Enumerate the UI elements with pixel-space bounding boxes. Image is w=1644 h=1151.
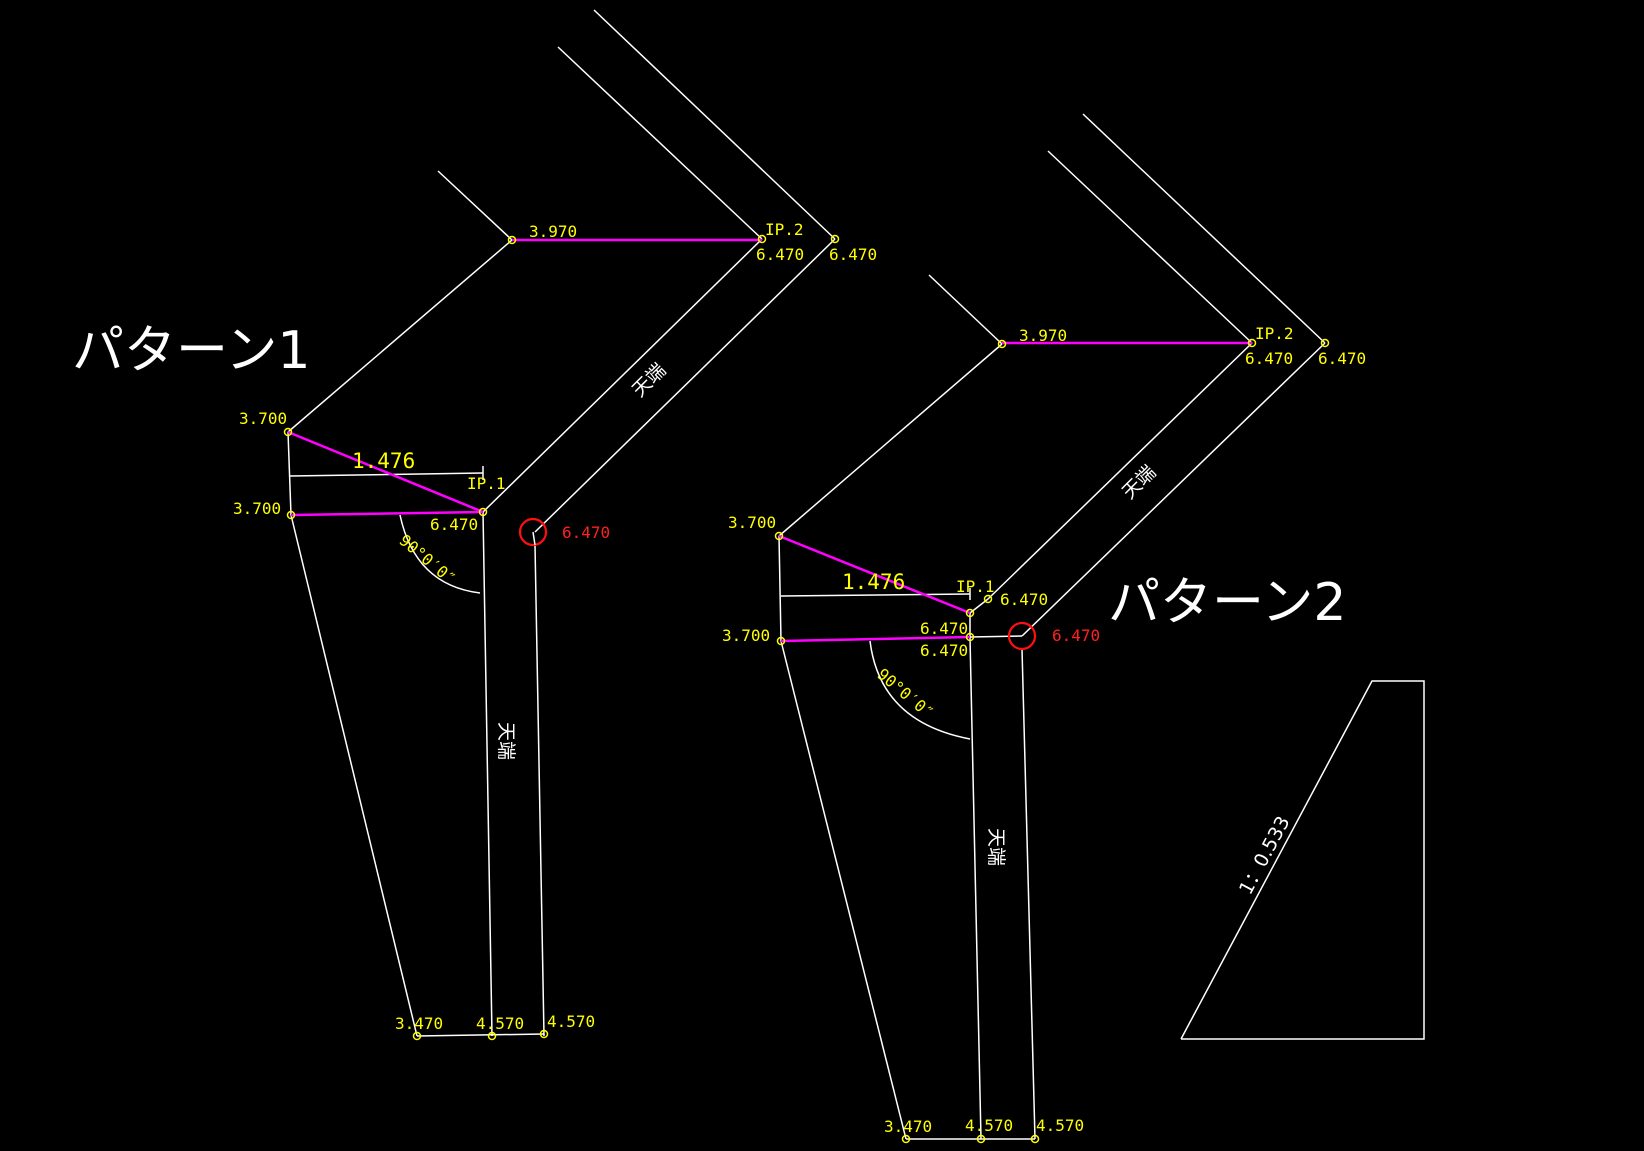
p2-magenta-horizontal bbox=[780, 635, 971, 643]
p2-point-ip1[interactable] bbox=[983, 594, 993, 604]
p2-short-line bbox=[928, 274, 1003, 345]
p2-elev-red: 6.470 bbox=[1052, 626, 1100, 645]
p1-left-edge bbox=[287, 431, 292, 516]
slope-ratio-label: 1：0.533 bbox=[1235, 813, 1295, 899]
p2-point-mid-lower[interactable] bbox=[965, 632, 975, 642]
p1-elev-ip2: 6.470 bbox=[756, 245, 804, 264]
p1-diagonal-right bbox=[534, 238, 836, 533]
p1-elev-red: 6.470 bbox=[562, 523, 610, 542]
p2-magenta-diagonal bbox=[778, 534, 971, 615]
slope-legend-shape bbox=[1180, 680, 1425, 1040]
p1-magenta-horizontal bbox=[290, 510, 484, 517]
p2-point-left-upper[interactable] bbox=[774, 531, 784, 541]
p2-elev-bottom-left: 3.470 bbox=[884, 1117, 932, 1136]
p2-elev-right-top: 6.470 bbox=[1318, 349, 1366, 368]
p1-wall-inner-line bbox=[557, 46, 763, 240]
p1-elev-left-upper: 3.700 bbox=[239, 409, 287, 428]
p2-point-ip2[interactable] bbox=[1247, 338, 1257, 348]
p2-point-3970[interactable] bbox=[997, 339, 1007, 349]
pattern1-title: パターン1 bbox=[72, 321, 310, 381]
p2-elev-left-upper: 3.700 bbox=[728, 513, 776, 532]
p2-ip2-label: IP.2 bbox=[1255, 324, 1294, 343]
p2-point-bottom-right[interactable] bbox=[1030, 1134, 1040, 1144]
p1-dimension-line bbox=[289, 472, 484, 477]
p2-left-edge bbox=[778, 535, 782, 642]
p1-elev-bottom-mid: 4.570 bbox=[476, 1014, 524, 1033]
p1-distance-label: 1.476 bbox=[352, 449, 415, 473]
p1-point-3970[interactable] bbox=[507, 235, 517, 245]
p2-step-horizontal bbox=[969, 635, 1023, 638]
p2-point-right-top[interactable] bbox=[1320, 338, 1330, 348]
p2-elev-bottom-right: 4.570 bbox=[1036, 1116, 1084, 1135]
p2-ip1-label: IP.1 bbox=[956, 577, 995, 596]
p1-elev-bottom-left: 3.470 bbox=[395, 1014, 443, 1033]
p2-elev-ip1: 6.470 bbox=[1000, 590, 1048, 609]
p1-point-right-top[interactable] bbox=[830, 234, 840, 244]
p1-label-upper: 天端 bbox=[628, 359, 670, 401]
p1-short-line bbox=[437, 170, 513, 241]
p2-angle-arc bbox=[869, 640, 971, 740]
p2-dimension-line bbox=[780, 593, 971, 597]
p2-elev-top-left: 3.970 bbox=[1019, 326, 1067, 345]
p1-point-bottom-mid[interactable] bbox=[487, 1031, 497, 1041]
p1-outer-vertical bbox=[534, 544, 545, 1037]
p2-diagonal-left bbox=[778, 343, 1003, 537]
p2-diagonal-mid bbox=[987, 342, 1253, 600]
p1-point-ip2[interactable] bbox=[757, 234, 767, 244]
p2-wall-outer-line bbox=[1082, 113, 1326, 344]
p1-elev-left-lower: 3.700 bbox=[233, 499, 281, 518]
p2-diagonal-right bbox=[1021, 342, 1326, 637]
p1-ip1-label: IP.1 bbox=[467, 474, 506, 493]
p2-elev-left-lower: 3.700 bbox=[722, 626, 770, 645]
p2-elev-bottom-mid: 4.570 bbox=[965, 1116, 1013, 1135]
p1-elev-right-top: 6.470 bbox=[829, 245, 877, 264]
p1-bottom-line bbox=[416, 1033, 545, 1037]
p2-outer-vertical bbox=[1021, 648, 1036, 1140]
p1-elev-top-left: 3.970 bbox=[529, 222, 577, 241]
p1-ip2-label: IP.2 bbox=[765, 220, 804, 239]
p2-distance-label: 1.476 bbox=[842, 570, 905, 594]
p2-inner-vertical bbox=[969, 637, 982, 1140]
p1-angle-arc bbox=[399, 514, 481, 594]
p1-angle-label: 90°0′0″ bbox=[395, 531, 459, 589]
p2-elev-mid-upper: 6.470 bbox=[920, 619, 968, 638]
slope-legend bbox=[1180, 680, 1425, 1040]
p2-slope-line bbox=[780, 640, 907, 1140]
p1-red-marker[interactable] bbox=[518, 517, 548, 547]
p1-label-lower: 天端 bbox=[495, 722, 517, 760]
pattern2-drawing bbox=[774, 113, 1330, 1144]
p1-wall-outer-line bbox=[593, 9, 836, 240]
p1-diagonal-mid bbox=[482, 238, 763, 513]
p1-elev-bottom-right: 4.570 bbox=[547, 1012, 595, 1031]
p2-red-marker[interactable] bbox=[1007, 621, 1037, 651]
p2-wall-inner-line bbox=[1047, 150, 1253, 344]
p1-inner-vertical bbox=[482, 511, 493, 1037]
p1-point-ip1[interactable] bbox=[478, 507, 488, 517]
pattern2-title: パターン2 bbox=[1108, 573, 1346, 633]
p1-red-marker-tail bbox=[532, 531, 536, 546]
p1-slope-line bbox=[290, 514, 418, 1037]
p1-point-bottom-left[interactable] bbox=[412, 1031, 422, 1041]
p2-elev-ip2: 6.470 bbox=[1245, 349, 1293, 368]
p1-point-left-upper[interactable] bbox=[283, 427, 293, 437]
p1-diagonal-left bbox=[287, 239, 513, 433]
pattern1-drawing bbox=[283, 9, 840, 1041]
p2-point-left-lower[interactable] bbox=[776, 636, 786, 646]
p2-angle-label: 90°0′0″ bbox=[873, 665, 937, 723]
p2-point-bottom-mid[interactable] bbox=[976, 1134, 986, 1144]
p2-elev-mid-lower: 6.470 bbox=[920, 641, 968, 660]
p1-point-left-lower[interactable] bbox=[286, 510, 296, 520]
p2-point-mid-upper[interactable] bbox=[965, 608, 975, 618]
p1-point-bottom-right[interactable] bbox=[539, 1029, 549, 1039]
p2-label-lower: 天端 bbox=[985, 828, 1007, 866]
p1-elev-ip1: 6.470 bbox=[430, 515, 478, 534]
p2-point-bottom-left[interactable] bbox=[901, 1134, 911, 1144]
p1-magenta-diagonal bbox=[287, 430, 484, 514]
